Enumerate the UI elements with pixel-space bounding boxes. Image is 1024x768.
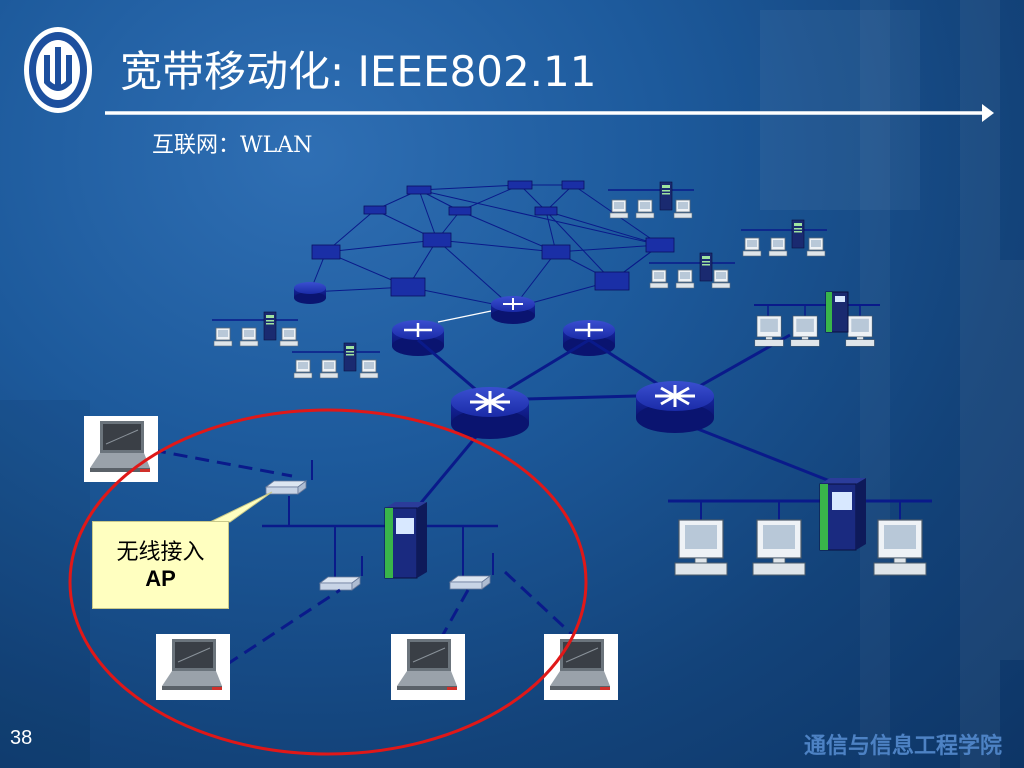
footer-institution: 通信与信息工程学院 [803,734,1002,759]
laptop-top-left [83,415,159,483]
slide-title: 宽带移动化: IEEE802.11 [120,47,597,96]
router-medium-right [563,320,615,356]
access-point-right [449,553,494,590]
router-medium-left [392,320,444,356]
university-logo [24,27,92,113]
ap-callout-box: 无线接入 AP [92,521,229,609]
title-underline-arrow [105,104,994,122]
slide-subtitle: 互联网：WLAN [152,133,313,158]
laptop-bottom-right [543,633,619,701]
callout-line-2: AP [145,566,176,591]
lan-cluster-right-medium [754,291,880,347]
access-point-top [265,460,313,495]
lan-cluster-top-right-2 [741,219,827,257]
router-core-right [636,381,714,433]
slide-number: 38 [10,727,33,749]
wireless-links [151,448,580,667]
router-core-left [451,387,529,439]
lan-cluster-mid-right [649,252,735,289]
laptop-bottom-middle [390,633,466,701]
router-small-left [294,282,326,304]
laptop-bottom-left [155,633,231,701]
lan-cluster-left-2 [292,342,380,379]
callout-line-1: 无线接入 [116,540,205,565]
wlan-boundary-ellipse [68,408,588,756]
lan-cluster-top-right-1 [608,181,694,219]
wireless-lan [262,496,498,579]
lan-cluster-right-large [668,478,932,576]
callout-pointer [209,491,273,523]
backbone-nodes [311,180,675,297]
lan-cluster-left-1 [212,311,299,347]
access-point-left [319,556,363,591]
router-small-mid [491,296,535,324]
